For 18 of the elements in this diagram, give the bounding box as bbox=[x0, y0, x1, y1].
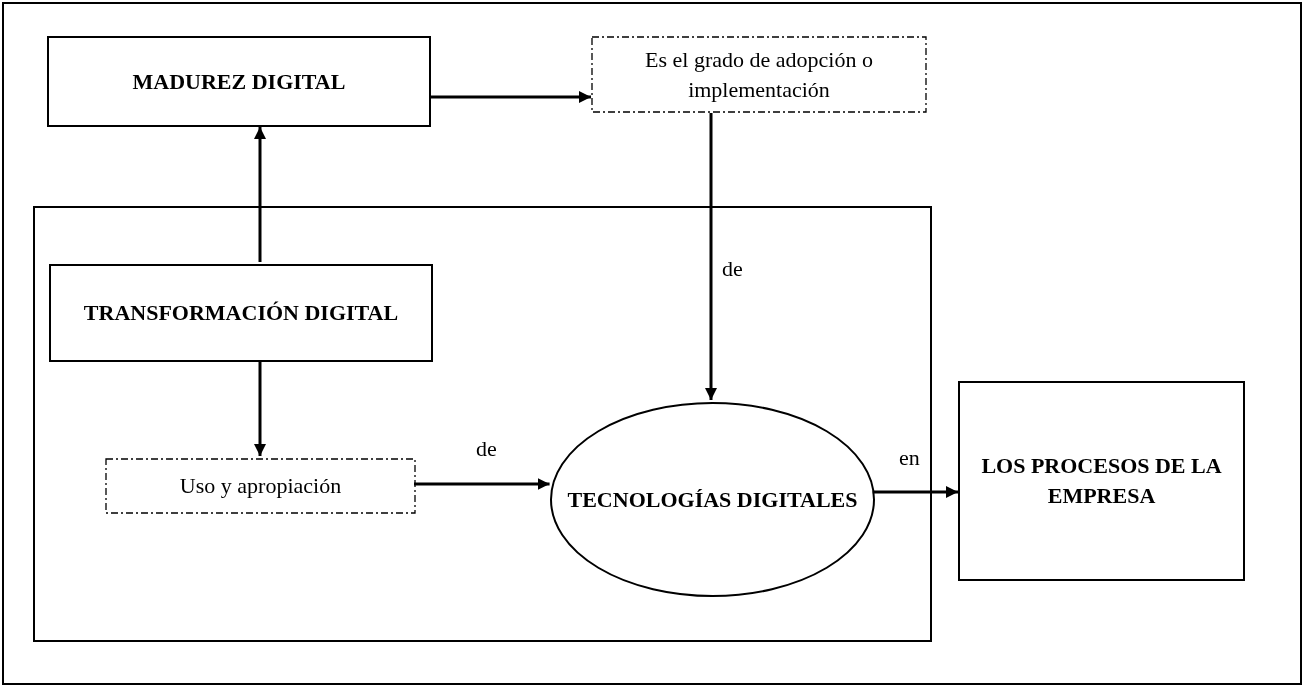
node-text: TRANSFORMACIÓN DIGITAL bbox=[83, 299, 399, 328]
node-text: MADUREZ DIGITAL bbox=[132, 67, 346, 96]
note-box bbox=[591, 36, 927, 113]
arrow bbox=[414, 478, 550, 490]
arrow bbox=[872, 486, 958, 498]
arrow bbox=[431, 91, 591, 103]
process-box bbox=[47, 36, 431, 127]
arrow bbox=[705, 113, 717, 400]
arrow bbox=[254, 127, 266, 262]
node-text: TECNOLOGÍAS DIGITALES bbox=[567, 485, 858, 514]
arrow bbox=[254, 360, 266, 456]
node-text: Es el grado de adopción o implementación bbox=[644, 45, 874, 104]
process-box bbox=[49, 264, 433, 362]
container-box bbox=[33, 206, 932, 642]
process-box bbox=[958, 381, 1245, 581]
node-text: LOS PROCESOS DE LA EMPRESA bbox=[980, 452, 1223, 510]
node-text: Uso y apropiación bbox=[179, 472, 342, 501]
note-box bbox=[105, 458, 416, 514]
